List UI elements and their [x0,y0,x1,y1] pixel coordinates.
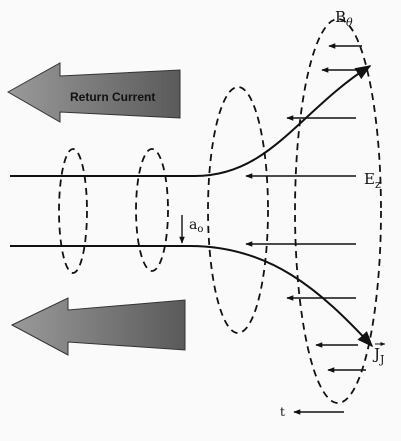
svg-text:JJ: JJ [372,345,384,366]
e-field-arrows [245,115,356,301]
b-theta-arrows-top [321,43,366,73]
b-loop-2 [135,148,169,272]
b-field-loops [58,18,382,404]
return-current-label: Return Current [70,90,155,104]
b-theta-label: Bθ [335,8,353,29]
return-current-arrow-upper: Return Current [6,62,181,123]
j-j-label: JJ [372,342,386,366]
beam-boundary-upper [10,65,372,177]
b-loop-3 [207,86,269,334]
t-label: t [280,405,285,419]
a0-label: ao [189,217,203,235]
return-current-arrow-lower [10,297,186,356]
b-loop-1 [58,148,88,274]
b-theta-arrows-bottom [315,342,366,373]
beam-boundary-lower [10,245,374,348]
e-z-label: Ez [364,170,381,191]
b-loop-4 [294,18,382,404]
